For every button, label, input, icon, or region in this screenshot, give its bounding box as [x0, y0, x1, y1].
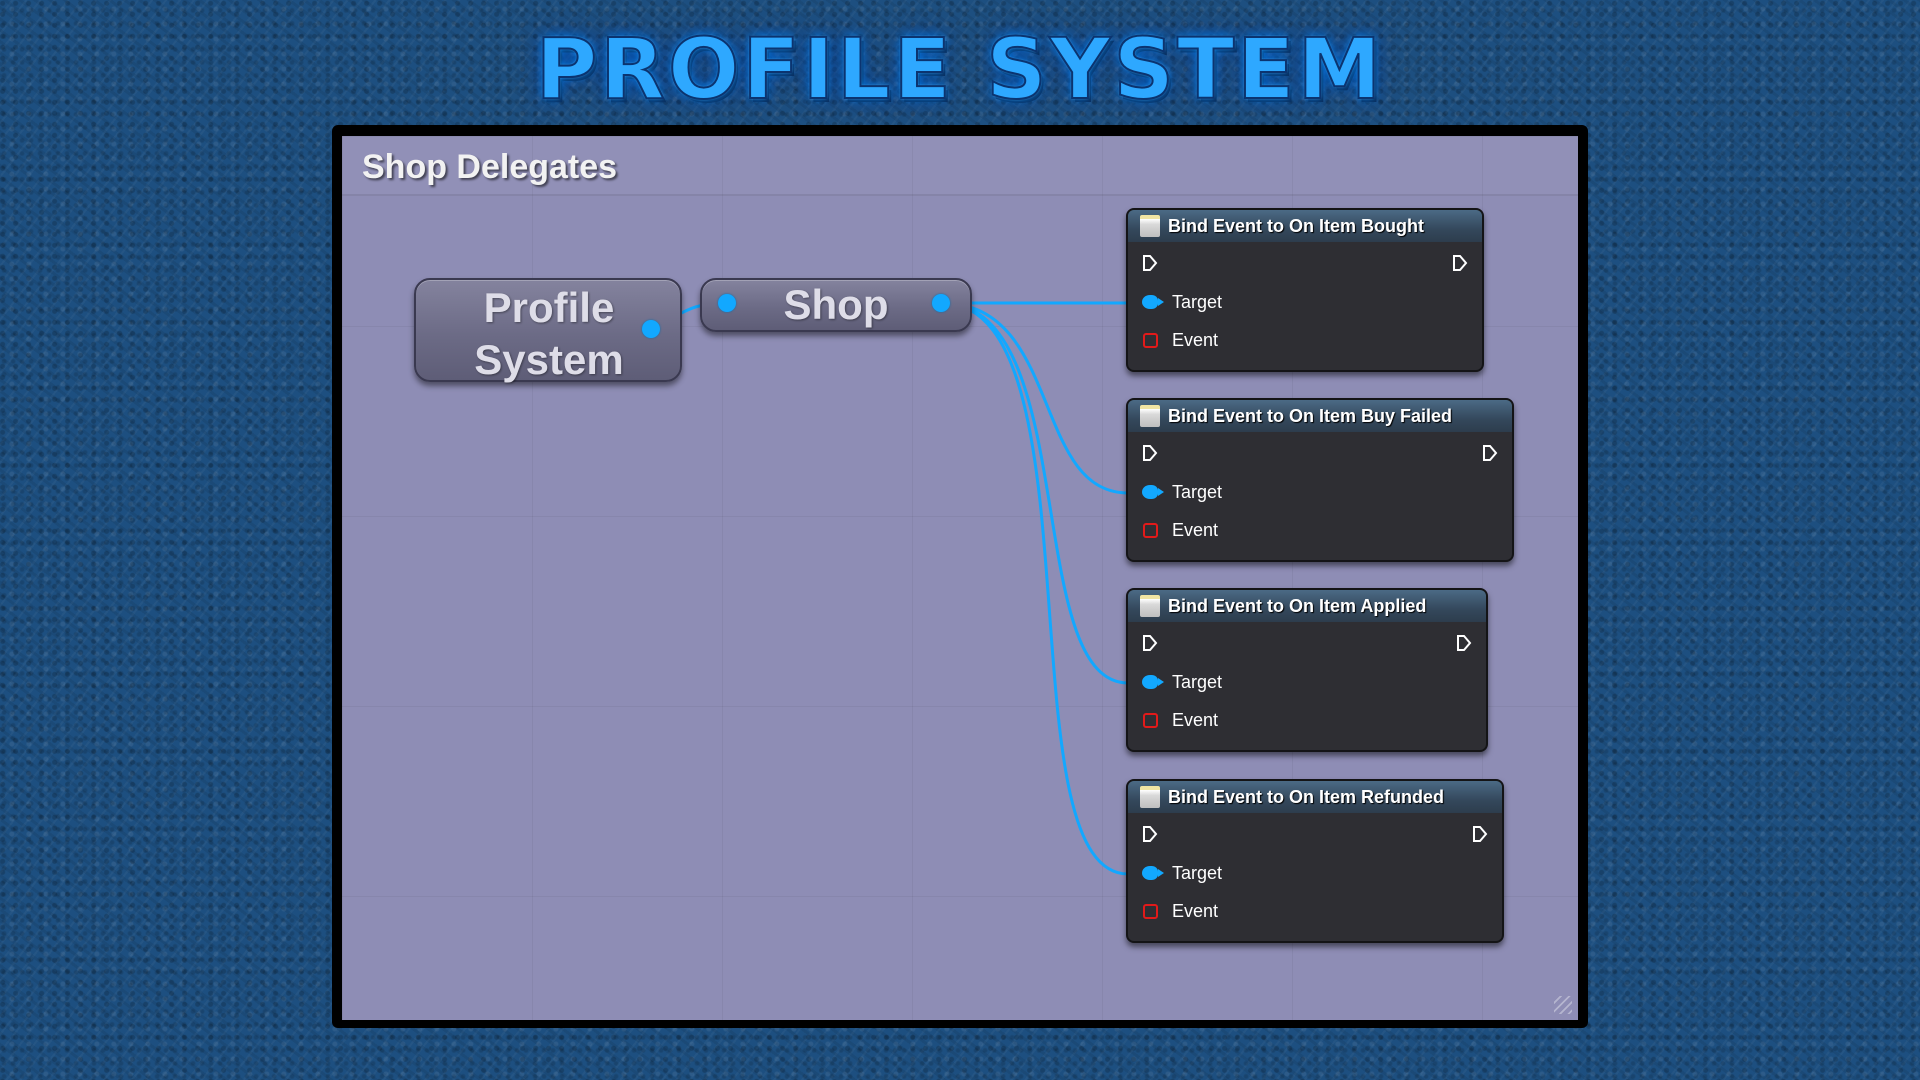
comment-box-header[interactable]: Shop Delegates	[342, 136, 1578, 196]
wire-shop-to-buy-failed	[941, 301, 1129, 495]
event-label: Event	[1172, 901, 1219, 921]
event-label: Event	[1172, 710, 1219, 730]
event-pin-row[interactable]: Event	[1128, 702, 1486, 740]
getter-node-label: Shop	[783, 281, 889, 328]
variable-node-label-line1: Profile	[483, 284, 615, 331]
exec-out-pin-icon[interactable]	[1452, 254, 1468, 272]
delegate-pin-icon[interactable]	[1143, 713, 1158, 728]
target-pin-row[interactable]: Target	[1128, 664, 1486, 702]
target-pin-row[interactable]: Target	[1128, 474, 1512, 512]
profile-system-variable-node[interactable]: Profile System	[414, 278, 682, 383]
function-icon	[1140, 215, 1160, 237]
event-label: Event	[1172, 330, 1219, 350]
delegate-pin-icon[interactable]	[1143, 523, 1158, 538]
node-header: Bind Event to On Item Buy Failed	[1128, 400, 1512, 432]
target-label: Target	[1172, 672, 1223, 692]
delegate-pin-icon[interactable]	[1143, 904, 1158, 919]
bind-event-node[interactable]: Bind Event to On Item Bought Target Even…	[1126, 208, 1484, 372]
event-pin-row[interactable]: Event	[1128, 893, 1502, 931]
resize-grip-icon[interactable]	[1554, 996, 1572, 1014]
target-pin-row[interactable]: Target	[1128, 855, 1502, 893]
node-title: Bind Event to On Item Bought	[1168, 215, 1424, 236]
delegate-pin-icon[interactable]	[1143, 333, 1158, 348]
node-title: Bind Event to On Item Buy Failed	[1168, 405, 1453, 426]
shop-output-pin[interactable]	[932, 294, 950, 312]
target-label: Target	[1172, 863, 1223, 883]
event-pin-row[interactable]: Event	[1128, 322, 1482, 360]
event-label: Event	[1172, 520, 1219, 540]
shop-input-pin[interactable]	[718, 294, 736, 312]
event-pin-row[interactable]: Event	[1128, 512, 1512, 550]
exec-in-pin-icon[interactable]	[1142, 444, 1158, 462]
object-pin-icon[interactable]	[1142, 295, 1164, 309]
blueprint-graph-canvas[interactable]: Shop Delegates Profile System Shop Bind …	[342, 136, 1578, 1020]
object-pin-icon[interactable]	[1142, 866, 1164, 880]
node-title: Bind Event to On Item Applied	[1168, 595, 1427, 616]
bind-event-node[interactable]: Bind Event to On Item Applied Target Eve…	[1126, 588, 1488, 752]
wire-shop-to-applied	[941, 301, 1129, 685]
node-header: Bind Event to On Item Applied	[1128, 590, 1486, 622]
exec-in-pin-icon[interactable]	[1142, 254, 1158, 272]
target-label: Target	[1172, 482, 1223, 502]
node-header: Bind Event to On Item Refunded	[1128, 781, 1502, 813]
function-icon	[1140, 405, 1160, 427]
bind-event-node[interactable]: Bind Event to On Item Buy Failed Target …	[1126, 398, 1514, 562]
function-icon	[1140, 595, 1160, 617]
exec-out-pin-icon[interactable]	[1472, 825, 1488, 843]
wires-layer	[649, 301, 1129, 876]
target-pin-row[interactable]: Target	[1128, 284, 1482, 322]
object-pin-icon[interactable]	[1142, 485, 1164, 499]
comment-title: Shop Delegates	[362, 148, 618, 186]
profile-output-pin[interactable]	[642, 320, 660, 338]
node-header: Bind Event to On Item Bought	[1128, 210, 1482, 242]
function-icon	[1140, 786, 1160, 808]
variable-node-label-line2: System	[474, 336, 624, 383]
exec-in-pin-icon[interactable]	[1142, 634, 1158, 652]
wire-shop-to-refunded	[941, 301, 1129, 876]
target-label: Target	[1172, 292, 1223, 312]
shop-getter-node[interactable]: Shop	[700, 278, 972, 332]
exec-out-pin-icon[interactable]	[1456, 634, 1472, 652]
bind-event-node[interactable]: Bind Event to On Item Refunded Target Ev…	[1126, 779, 1504, 943]
exec-in-pin-icon[interactable]	[1142, 825, 1158, 843]
node-title: Bind Event to On Item Refunded	[1168, 786, 1445, 807]
exec-out-pin-icon[interactable]	[1482, 444, 1498, 462]
object-pin-icon[interactable]	[1142, 675, 1164, 689]
page-title: PROFILE SYSTEM	[535, 19, 1385, 119]
